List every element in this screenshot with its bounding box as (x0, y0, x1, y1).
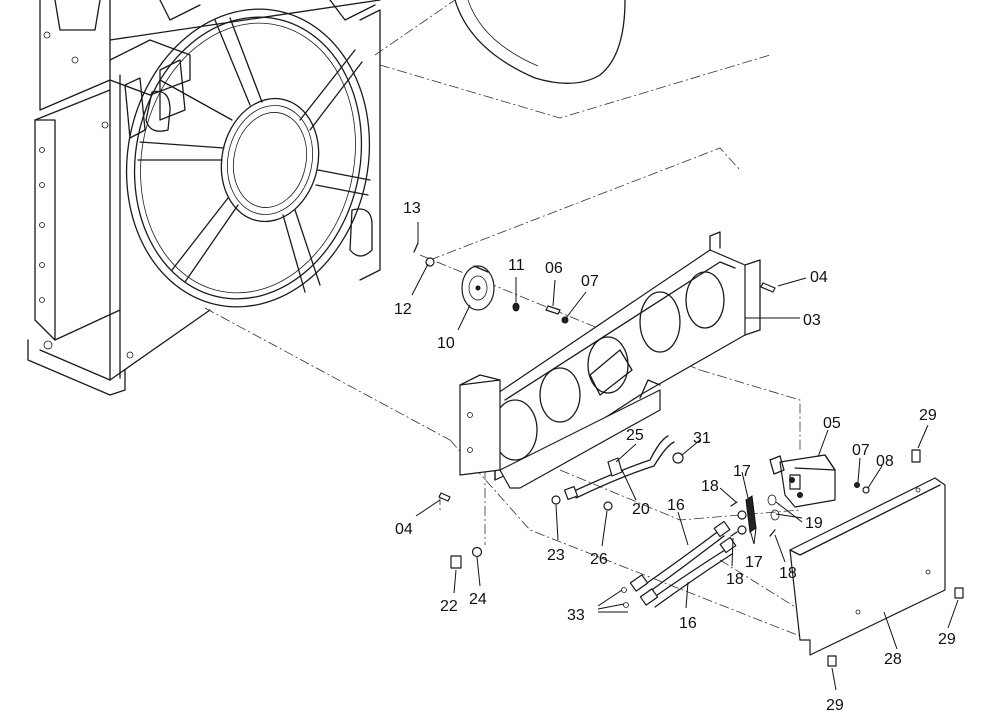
callout-33: 33 (567, 607, 585, 624)
o-ring-19 (767, 494, 780, 521)
bolt-04b (438, 492, 451, 502)
guard-plate (789, 477, 946, 656)
washer-08 (862, 486, 870, 494)
callout-06: 06 (545, 260, 563, 277)
fitting-23 (551, 495, 561, 505)
callout-labels: 13 12 10 11 06 07 04 03 05 07 08 29 25 3… (394, 200, 956, 714)
hose-20 (563, 435, 675, 501)
callout-04: 04 (395, 521, 413, 538)
callout-04: 04 (810, 269, 828, 286)
callout-12: 12 (394, 301, 412, 318)
callout-16: 16 (679, 615, 697, 632)
callout-19: 19 (805, 515, 823, 532)
bolt-18 (730, 501, 776, 537)
callout-26: 26 (590, 551, 608, 568)
washer-24 (471, 546, 483, 558)
callout-23: 23 (547, 547, 565, 564)
flange-17 (737, 495, 757, 535)
callout-29: 29 (938, 631, 956, 648)
callout-05: 05 (823, 415, 841, 432)
callout-16: 16 (667, 497, 685, 514)
callout-07: 07 (581, 273, 599, 290)
washer-11 (512, 302, 520, 312)
bolt-22 (450, 555, 462, 569)
callout-10: 10 (437, 335, 455, 352)
callout-31: 31 (693, 430, 711, 447)
callout-17: 17 (745, 554, 763, 571)
radiator-assembly (27, 0, 381, 396)
clamp-25 (607, 457, 623, 477)
callout-29: 29 (919, 407, 937, 424)
callout-08: 08 (876, 453, 894, 470)
callout-18: 18 (726, 571, 744, 588)
fitting-26 (603, 501, 613, 511)
fan-pulley (461, 265, 495, 311)
fan-drum (454, 0, 626, 84)
bolt-29 (827, 449, 964, 667)
callout-29: 29 (826, 697, 844, 714)
callout-18: 18 (779, 565, 797, 582)
leader-lines (411, 222, 959, 691)
pin-13 (413, 242, 419, 253)
fan-bracket (459, 231, 761, 489)
callout-11: 11 (508, 257, 525, 274)
bolt-04a (760, 282, 776, 293)
callout-17: 17 (733, 463, 751, 480)
callout-24: 24 (469, 591, 487, 608)
nut-07a (561, 316, 569, 324)
callout-03: 03 (803, 312, 821, 329)
hydraulic-motor (769, 454, 836, 508)
callout-28: 28 (884, 651, 902, 668)
callout-07: 07 (852, 442, 870, 459)
callout-20: 20 (632, 501, 650, 518)
bolt-06 (545, 305, 561, 315)
callout-22: 22 (440, 598, 458, 615)
callout-18: 18 (701, 478, 719, 495)
nut-07b (854, 482, 860, 488)
fitting-31 (672, 452, 684, 464)
callout-25: 25 (626, 427, 644, 444)
callout-13: 13 (403, 200, 421, 217)
hoses-16 (629, 520, 737, 608)
